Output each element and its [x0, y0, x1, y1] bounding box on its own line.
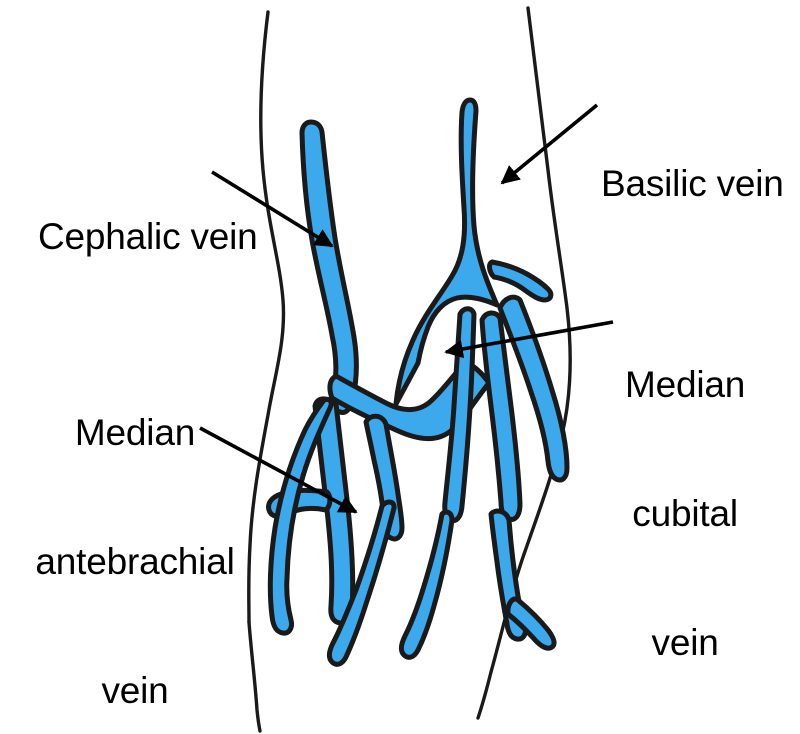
arm-outline-left-lower [247, 620, 262, 733]
right-forearm-branch-c [497, 294, 570, 483]
right-outer-branch [327, 499, 397, 667]
label-basilic-vein: Basilic vein [601, 76, 784, 291]
right-lower-small-hook [505, 596, 557, 651]
vein-group [266, 97, 570, 667]
cephalic-forearm-branch [267, 397, 334, 636]
label-median-cubital-vein-line-2: vein [651, 622, 719, 663]
arm-outline-left [247, 10, 286, 624]
leader-arrow-median-antebrachial [199, 426, 358, 514]
label-basilic-vein-line-0: Basilic vein [601, 163, 784, 204]
basilic-medial-hook [487, 259, 554, 303]
basilic-vein-shape [393, 97, 500, 407]
label-median-antebrachial-vein: Median antebrachial vein [10, 325, 260, 734]
arm-outline-group [247, 6, 572, 733]
label-median-cubital-vein: Median cubital vein [625, 277, 745, 734]
leader-arrow-median-cubital [444, 320, 614, 359]
label-cephalic-vein-line-0: Cephalic vein [38, 216, 258, 257]
label-median-antebrachial-vein-line-0: Median [74, 412, 196, 453]
leader-arrow-group [199, 103, 614, 514]
leader-arrow-basilic [500, 103, 599, 185]
leader-arrow-cephalic [211, 170, 334, 248]
arm-outline-right [476, 6, 572, 720]
right-lower-confluence [399, 509, 455, 660]
label-median-cubital-vein-line-0: Median [625, 364, 746, 405]
cephalic-vein-shape [299, 119, 359, 415]
label-median-cubital-vein-line-1: cubital [632, 493, 738, 534]
label-cephalic-vein: Cephalic vein [38, 129, 258, 344]
label-median-antebrachial-vein-line-1: antebrachial [35, 541, 235, 582]
label-median-antebrachial-vein-line-2: vein [101, 670, 169, 711]
